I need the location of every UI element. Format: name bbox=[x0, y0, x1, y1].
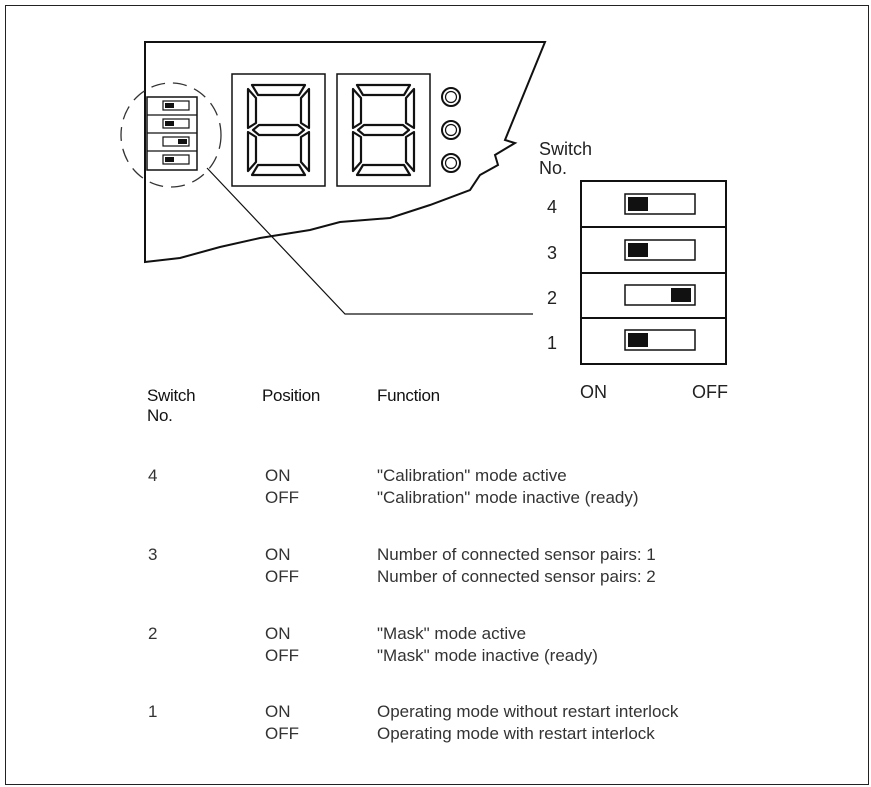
switch-3-knob bbox=[628, 243, 648, 257]
switch-number-4: 4 bbox=[547, 197, 558, 217]
seven-segment-display-right bbox=[336, 73, 431, 187]
row-off-function: "Mask" mode inactive (ready) bbox=[377, 646, 598, 665]
row-off-label: OFF bbox=[265, 488, 299, 507]
row-on-function: Operating mode without restart interlock bbox=[377, 702, 679, 721]
row-switch-number: 2 bbox=[148, 624, 158, 643]
figure-frame bbox=[5, 5, 869, 785]
switch-no-label-text: Switch No. bbox=[539, 139, 593, 178]
row-switch-number: 4 bbox=[148, 466, 158, 485]
switch-2-knob bbox=[671, 288, 691, 302]
row-on-label: ON bbox=[265, 545, 291, 564]
row-on-function: "Calibration" mode active bbox=[377, 466, 567, 485]
header-function: Function bbox=[377, 386, 440, 405]
row-on-function: "Mask" mode active bbox=[377, 624, 527, 643]
header-switch-no: Switch No. bbox=[147, 386, 196, 425]
off-label: OFF bbox=[692, 382, 728, 402]
small-dip-switch bbox=[146, 96, 198, 171]
header-position: Position bbox=[262, 386, 321, 405]
row-off-function: Operating mode with restart interlock bbox=[377, 724, 655, 743]
switch-number-2: 2 bbox=[547, 288, 558, 308]
on-label: ON bbox=[580, 382, 607, 402]
large-dip-switch bbox=[580, 180, 727, 365]
switch-no-label: Switch No. bbox=[539, 140, 592, 178]
row-off-label: OFF bbox=[265, 567, 299, 586]
row-switch-number: 3 bbox=[148, 545, 158, 564]
switch-4-knob bbox=[628, 197, 648, 211]
switch-number-1: 1 bbox=[547, 333, 558, 353]
row-on-label: ON bbox=[265, 624, 291, 643]
leader-line bbox=[206, 167, 533, 315]
row-off-function: Number of connected sensor pairs: 2 bbox=[377, 567, 656, 586]
row-on-label: ON bbox=[265, 466, 291, 485]
row-on-label: ON bbox=[265, 702, 291, 721]
switch-number-3: 3 bbox=[547, 243, 558, 263]
detail-highlight-circle bbox=[120, 82, 222, 188]
row-on-function: Number of connected sensor pairs: 1 bbox=[377, 545, 656, 564]
row-switch-number: 1 bbox=[148, 702, 158, 721]
row-off-label: OFF bbox=[265, 724, 299, 743]
row-off-function: "Calibration" mode inactive (ready) bbox=[377, 488, 639, 507]
switch-1-knob bbox=[628, 333, 648, 347]
seven-segment-display-left bbox=[231, 73, 326, 187]
led-indicators bbox=[441, 87, 461, 173]
row-off-label: OFF bbox=[265, 646, 299, 665]
